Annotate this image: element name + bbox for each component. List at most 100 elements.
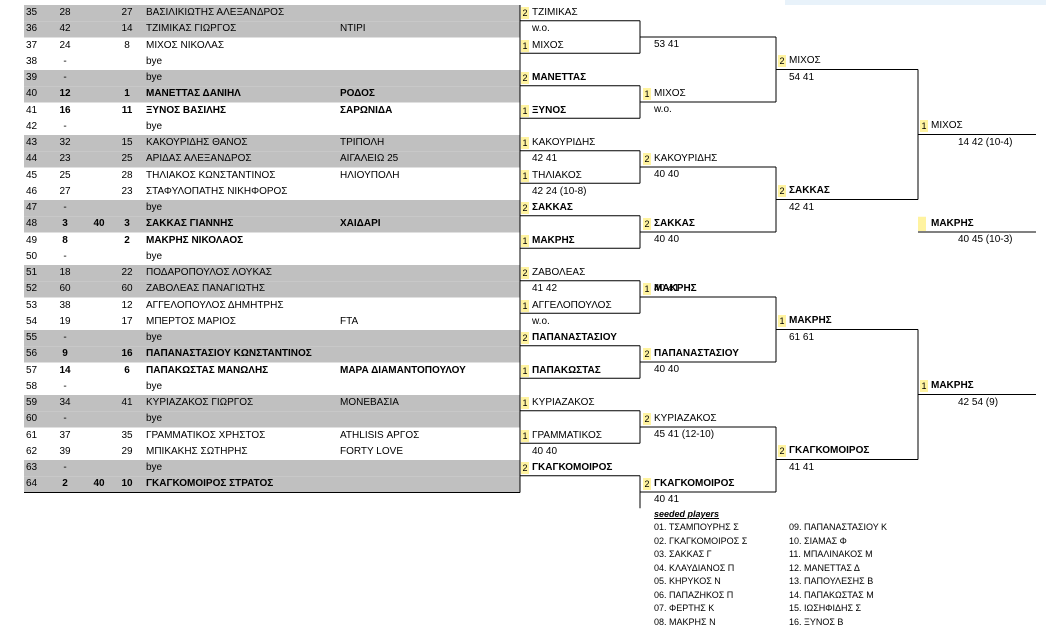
row-shade bbox=[24, 411, 520, 428]
row-position: 44 bbox=[26, 153, 38, 165]
row-entry: 28 bbox=[121, 169, 133, 181]
player-name: ΤΗΛΙΑΚΟΣ ΚΩΝΣΤΑΝΤΙΝΟΣ bbox=[146, 169, 276, 181]
row-position: 55 bbox=[26, 332, 38, 343]
row-rank: - bbox=[63, 72, 67, 83]
row-rank: 19 bbox=[59, 315, 71, 327]
row-shade bbox=[24, 395, 520, 412]
player-name: ΑΓΓΕΛΟΠΟΥΛΟΣ ΔΗΜΗΤΡΗΣ bbox=[146, 299, 284, 311]
round3-winner: ΜΑΚΡΗΣ bbox=[789, 315, 832, 327]
row-rank: 24 bbox=[59, 39, 71, 51]
row-rank: - bbox=[63, 250, 67, 262]
row-rank: 27 bbox=[59, 185, 71, 197]
row-rank: 2 bbox=[62, 478, 68, 490]
player-club: ΜΑΡΑ ΔΙΑΜΑΝΤΟΠΟΥΛΟΥ bbox=[340, 364, 466, 376]
round4-score: 42 54 (9) bbox=[958, 396, 999, 408]
player-name: bye bbox=[146, 72, 163, 83]
round3-seed-box: 2 bbox=[778, 445, 786, 458]
top-band bbox=[785, 0, 1046, 5]
player-name: ΞΥΝΟΣ ΒΑΣΙΛΗΣ bbox=[146, 104, 226, 116]
player-name: ΓΚΑΓΚΟΜΟΙΡΟΣ ΣΤΡΑΤΟΣ bbox=[146, 478, 274, 490]
player-name: ΖΑΒΟΛΕΑΣ ΠΑΝΑΓΙΩΤΗΣ bbox=[146, 283, 266, 295]
round2-score: 40 40 bbox=[654, 364, 680, 375]
player-name: bye bbox=[146, 202, 163, 213]
player-name: ΓΡΑΜΜΑΤΙΚΟΣ ΧΡΗΣΤΟΣ bbox=[146, 429, 266, 441]
seeded-player: 03. ΣΑΚΚΑΣ Γ bbox=[654, 549, 712, 559]
round2-seed-box: 1 bbox=[643, 87, 651, 100]
seeded-player: 05. ΚΗΡΥΚΟΣ Ν bbox=[654, 576, 721, 586]
row-points: 40 bbox=[93, 218, 105, 230]
row-rank: 32 bbox=[59, 137, 71, 148]
round1-winner: ΑΓΓΕΛΟΠΟΥΛΟΣ bbox=[532, 299, 612, 311]
player-club: FTA bbox=[340, 315, 359, 327]
row-points: 40 bbox=[93, 478, 105, 490]
player-name: bye bbox=[146, 120, 163, 132]
player-club: ΤΡΙΠΟΛΗ bbox=[340, 137, 385, 148]
round2-winner: ΚΥΡΙΑΖΑΚΟΣ bbox=[654, 412, 717, 424]
player-name: ΣΑΚΚΑΣ ΓΙΑΝΝΗΣ bbox=[146, 218, 234, 230]
round1-winner: ΜΑΚΡΗΣ bbox=[532, 234, 575, 246]
round1-score: 41 42 bbox=[532, 283, 558, 295]
row-position: 56 bbox=[26, 348, 38, 360]
row-shade bbox=[24, 151, 520, 168]
player-club: FORTY LOVE bbox=[340, 445, 403, 457]
row-shade bbox=[24, 216, 520, 233]
player-name: ΜΠΕΡΤΟΣ ΜΑΡΙΟΣ bbox=[146, 315, 236, 327]
row-entry: 2 bbox=[124, 234, 130, 246]
row-position: 37 bbox=[26, 39, 38, 51]
row-position: 47 bbox=[26, 202, 38, 213]
row-rank: 12 bbox=[59, 88, 71, 100]
row-rank: 38 bbox=[59, 299, 71, 311]
round4-seed-box: 1 bbox=[920, 380, 928, 393]
round2-winner: ΜΙΧΟΣ bbox=[654, 87, 686, 99]
row-entry: 14 bbox=[121, 23, 133, 35]
row-shade bbox=[24, 5, 520, 22]
row-rank: 42 bbox=[59, 23, 71, 35]
row-shade bbox=[24, 330, 520, 347]
row-rank: - bbox=[63, 413, 67, 425]
seeded-title: seeded players bbox=[654, 509, 720, 519]
row-entry: 27 bbox=[121, 7, 133, 18]
round1-score: 42 24 (10-8) bbox=[532, 185, 587, 197]
player-name: ΒΑΣΙΛΙΚΙΩΤΗΣ ΑΛΕΞΑΝΔΡΟΣ bbox=[146, 7, 285, 18]
player-name: bye bbox=[146, 55, 163, 67]
round1-seed-box: 1 bbox=[521, 234, 529, 247]
round1-winner: ΚΥΡΙΑΖΑΚΟΣ bbox=[532, 397, 595, 408]
row-entry: 3 bbox=[124, 218, 130, 230]
player-club: ΧΑΙΔΑΡΙ bbox=[340, 218, 381, 230]
seeded-player: 10. ΣΙΑΜΑΣ Φ bbox=[789, 535, 847, 546]
round2-score: 45 41 (12-10) bbox=[654, 429, 715, 440]
round3-seed-box: 1 bbox=[778, 315, 786, 328]
row-rank: 25 bbox=[59, 169, 71, 181]
player-club: ΑΙΓΑΛΕΙΩ 25 bbox=[340, 153, 399, 165]
row-position: 45 bbox=[26, 169, 38, 181]
round2-score: 53 41 bbox=[654, 39, 680, 50]
round2-winner: ΓΚΑΓΚΟΜΟΙΡΟΣ bbox=[654, 477, 735, 489]
round2-inline-box: 1 bbox=[643, 283, 651, 296]
row-position: 52 bbox=[26, 283, 38, 295]
round3-score: 54 41 bbox=[789, 71, 815, 83]
round4-seed-box: 1 bbox=[920, 120, 928, 133]
row-position: 59 bbox=[26, 397, 38, 408]
row-position: 46 bbox=[26, 185, 38, 197]
row-entry: 11 bbox=[121, 104, 133, 116]
player-club: ΗΛΙΟΥΠΟΛΗ bbox=[340, 169, 400, 181]
seeded-player: 08. ΜΑΚΡΗΣ Ν bbox=[654, 616, 716, 627]
player-club: ΜΟΝΕΒΑΣΙΑ bbox=[340, 397, 399, 408]
row-shade bbox=[24, 200, 520, 217]
row-position: 48 bbox=[26, 218, 38, 230]
round1-winner: ΤΖΙΜΙΚΑΣ bbox=[532, 7, 578, 18]
round2-winner: ΠΑΠΑΝΑΣΤΑΣΙΟΥ bbox=[654, 347, 739, 359]
row-position: 64 bbox=[26, 478, 38, 490]
row-rank: 18 bbox=[59, 267, 71, 278]
row-entry: 41 bbox=[121, 397, 133, 408]
player-name: ΜΙΧΟΣ ΝΙΚΟΛΑΣ bbox=[146, 39, 225, 51]
player-name: bye bbox=[146, 250, 163, 262]
player-name: ΠΑΠΑΚΩΣΤΑΣ ΜΑΝΩΛΗΣ bbox=[146, 364, 269, 376]
player-name: bye bbox=[146, 413, 163, 425]
row-position: 41 bbox=[26, 104, 38, 116]
row-rank: - bbox=[63, 120, 67, 132]
row-entry: 60 bbox=[121, 283, 133, 295]
player-name: ΜΑΚΡΗΣ ΝΙΚΟΛΑΟΣ bbox=[146, 234, 244, 246]
row-entry: 35 bbox=[121, 429, 133, 441]
player-name: ΣΤΑΦΥΛΟΠΑΤΗΣ ΝΙΚΗΦΟΡΟΣ bbox=[146, 185, 288, 197]
